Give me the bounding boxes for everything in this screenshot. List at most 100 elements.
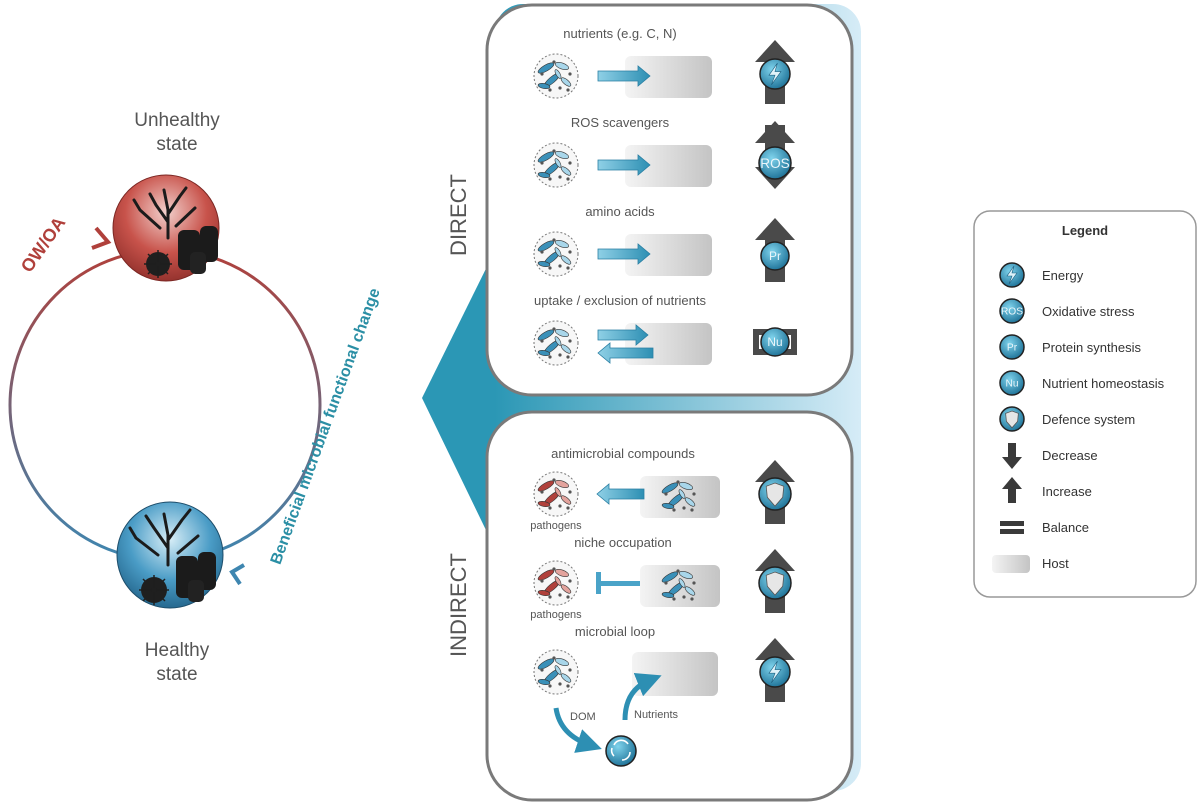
indirect-row: niche occupation pathogens xyxy=(530,535,795,621)
healthy-coral-icon xyxy=(116,501,224,609)
dom-label: DOM xyxy=(570,711,596,723)
microbe-community-icon xyxy=(533,142,579,188)
legend-item: Nu Nutrient homeostasis xyxy=(999,370,1165,396)
cycle-arrow-bottom xyxy=(229,563,246,586)
shield-icon xyxy=(765,482,785,507)
indirect-row: antimicrobial compounds pathogens xyxy=(530,446,795,532)
bolt-icon xyxy=(768,661,782,683)
arrow-up-icon xyxy=(1002,477,1022,503)
microbe-community-icon xyxy=(533,560,579,606)
legend-title: Legend xyxy=(1062,223,1108,238)
nutrient-icon: Nu xyxy=(999,370,1025,396)
legend-item: Increase xyxy=(1002,477,1092,503)
legend-box xyxy=(973,210,1197,598)
healthy-state-label: Healthy xyxy=(145,640,210,661)
indirect-row-title: antimicrobial compounds xyxy=(551,446,695,461)
nutrients-label: Nutrients xyxy=(634,709,679,721)
microbe-community-icon xyxy=(661,480,696,512)
balance-side xyxy=(791,329,797,355)
microbial-change-label: Beneficial microbial functional change xyxy=(268,286,384,567)
inhibition-line xyxy=(600,581,640,586)
legend-item-label: Host xyxy=(1042,556,1069,571)
protein-icon: Pr xyxy=(999,334,1025,360)
ros-icon: ROS xyxy=(758,146,792,180)
nutrients-arrow xyxy=(622,673,662,721)
microbe-community-icon xyxy=(661,569,696,601)
legend-item: Energy xyxy=(999,262,1084,288)
legend-item-label: Energy xyxy=(1042,268,1084,283)
indirect-label: INDIRECT xyxy=(446,553,471,657)
legend-item-label: Decrease xyxy=(1042,448,1098,463)
antimicrobial-arrow xyxy=(596,483,645,505)
uptake-arrow xyxy=(597,324,649,346)
host-icon xyxy=(992,555,1030,573)
legend-item-label: Defence system xyxy=(1042,412,1135,427)
delivery-arrow xyxy=(597,243,651,265)
delivery-arrow xyxy=(597,154,651,176)
unhealthy-coral-icon xyxy=(112,174,220,282)
protein-icon: Pr xyxy=(760,241,790,271)
legend-item: ROS Oxidative stress xyxy=(999,298,1135,324)
pathogens-label: pathogens xyxy=(530,520,582,532)
stressor-label: OW/OA xyxy=(17,213,70,276)
legend-item-label: Nutrient homeostasis xyxy=(1042,376,1165,391)
bolt-icon xyxy=(768,63,782,85)
shield-icon xyxy=(1005,410,1019,429)
nutrient-icon: Nu xyxy=(760,327,790,357)
svg-text:Pr: Pr xyxy=(1007,343,1018,354)
microbe-community-icon xyxy=(533,231,579,277)
arrow-down-icon xyxy=(1002,443,1022,469)
host-icon xyxy=(625,56,712,98)
energy-icon xyxy=(759,58,791,90)
legend-item-label: Increase xyxy=(1042,484,1092,499)
svg-text:ROS: ROS xyxy=(760,156,789,171)
shield-icon xyxy=(765,571,785,596)
ros-icon: ROS xyxy=(999,298,1025,324)
arrow-head xyxy=(755,121,795,143)
svg-text:Nu: Nu xyxy=(767,335,782,349)
unhealthy-state-label-2: state xyxy=(156,134,197,155)
defence-icon xyxy=(758,566,792,600)
energy-icon xyxy=(999,262,1025,288)
bolt-icon xyxy=(1006,265,1018,285)
exclusion-arrow xyxy=(597,342,654,364)
microbe-community-icon xyxy=(533,53,579,99)
equals-icon xyxy=(1000,521,1024,534)
svg-text:ROS: ROS xyxy=(1001,307,1023,318)
microbe-community-icon xyxy=(533,649,579,695)
unhealthy-state-label: Unhealthy xyxy=(134,110,220,131)
pathogens-label: pathogens xyxy=(530,609,582,621)
dom-arrow xyxy=(553,707,602,753)
microbe-community-icon xyxy=(533,320,579,366)
delivery-arrow xyxy=(597,65,651,87)
svg-text:Pr: Pr xyxy=(769,249,781,263)
direct-panel: DIRECT nutrients (e.g. C, N) ROS scavenge… xyxy=(446,3,854,397)
shield-icon xyxy=(999,406,1025,432)
defence-icon xyxy=(758,477,792,511)
direct-row: nutrients (e.g. C, N) xyxy=(533,26,795,104)
direct-label: DIRECT xyxy=(446,174,471,256)
direct-row-title: ROS scavengers xyxy=(571,115,670,130)
recycle-icon xyxy=(605,735,637,767)
energy-icon xyxy=(759,656,791,688)
direct-row-title: amino acids xyxy=(585,204,655,219)
legend-item-label: Balance xyxy=(1042,520,1089,535)
legend-item-label: Oxidative stress xyxy=(1042,304,1135,319)
microbe-community-icon xyxy=(533,471,579,517)
indirect-row-title: niche occupation xyxy=(574,535,672,550)
legend-item-label: Protein synthesis xyxy=(1042,340,1141,355)
legend-item: Decrease xyxy=(1002,443,1098,469)
cycle-arrow-top xyxy=(91,226,112,250)
legend-item: Pr Protein synthesis xyxy=(999,334,1141,360)
inhibition-bar xyxy=(596,572,601,594)
indirect-panel: INDIRECT antimicrobial compounds pathogen… xyxy=(446,410,854,802)
legend-item: Balance xyxy=(1000,520,1089,535)
direct-row-title: nutrients (e.g. C, N) xyxy=(563,26,676,41)
host-icon xyxy=(625,234,712,276)
